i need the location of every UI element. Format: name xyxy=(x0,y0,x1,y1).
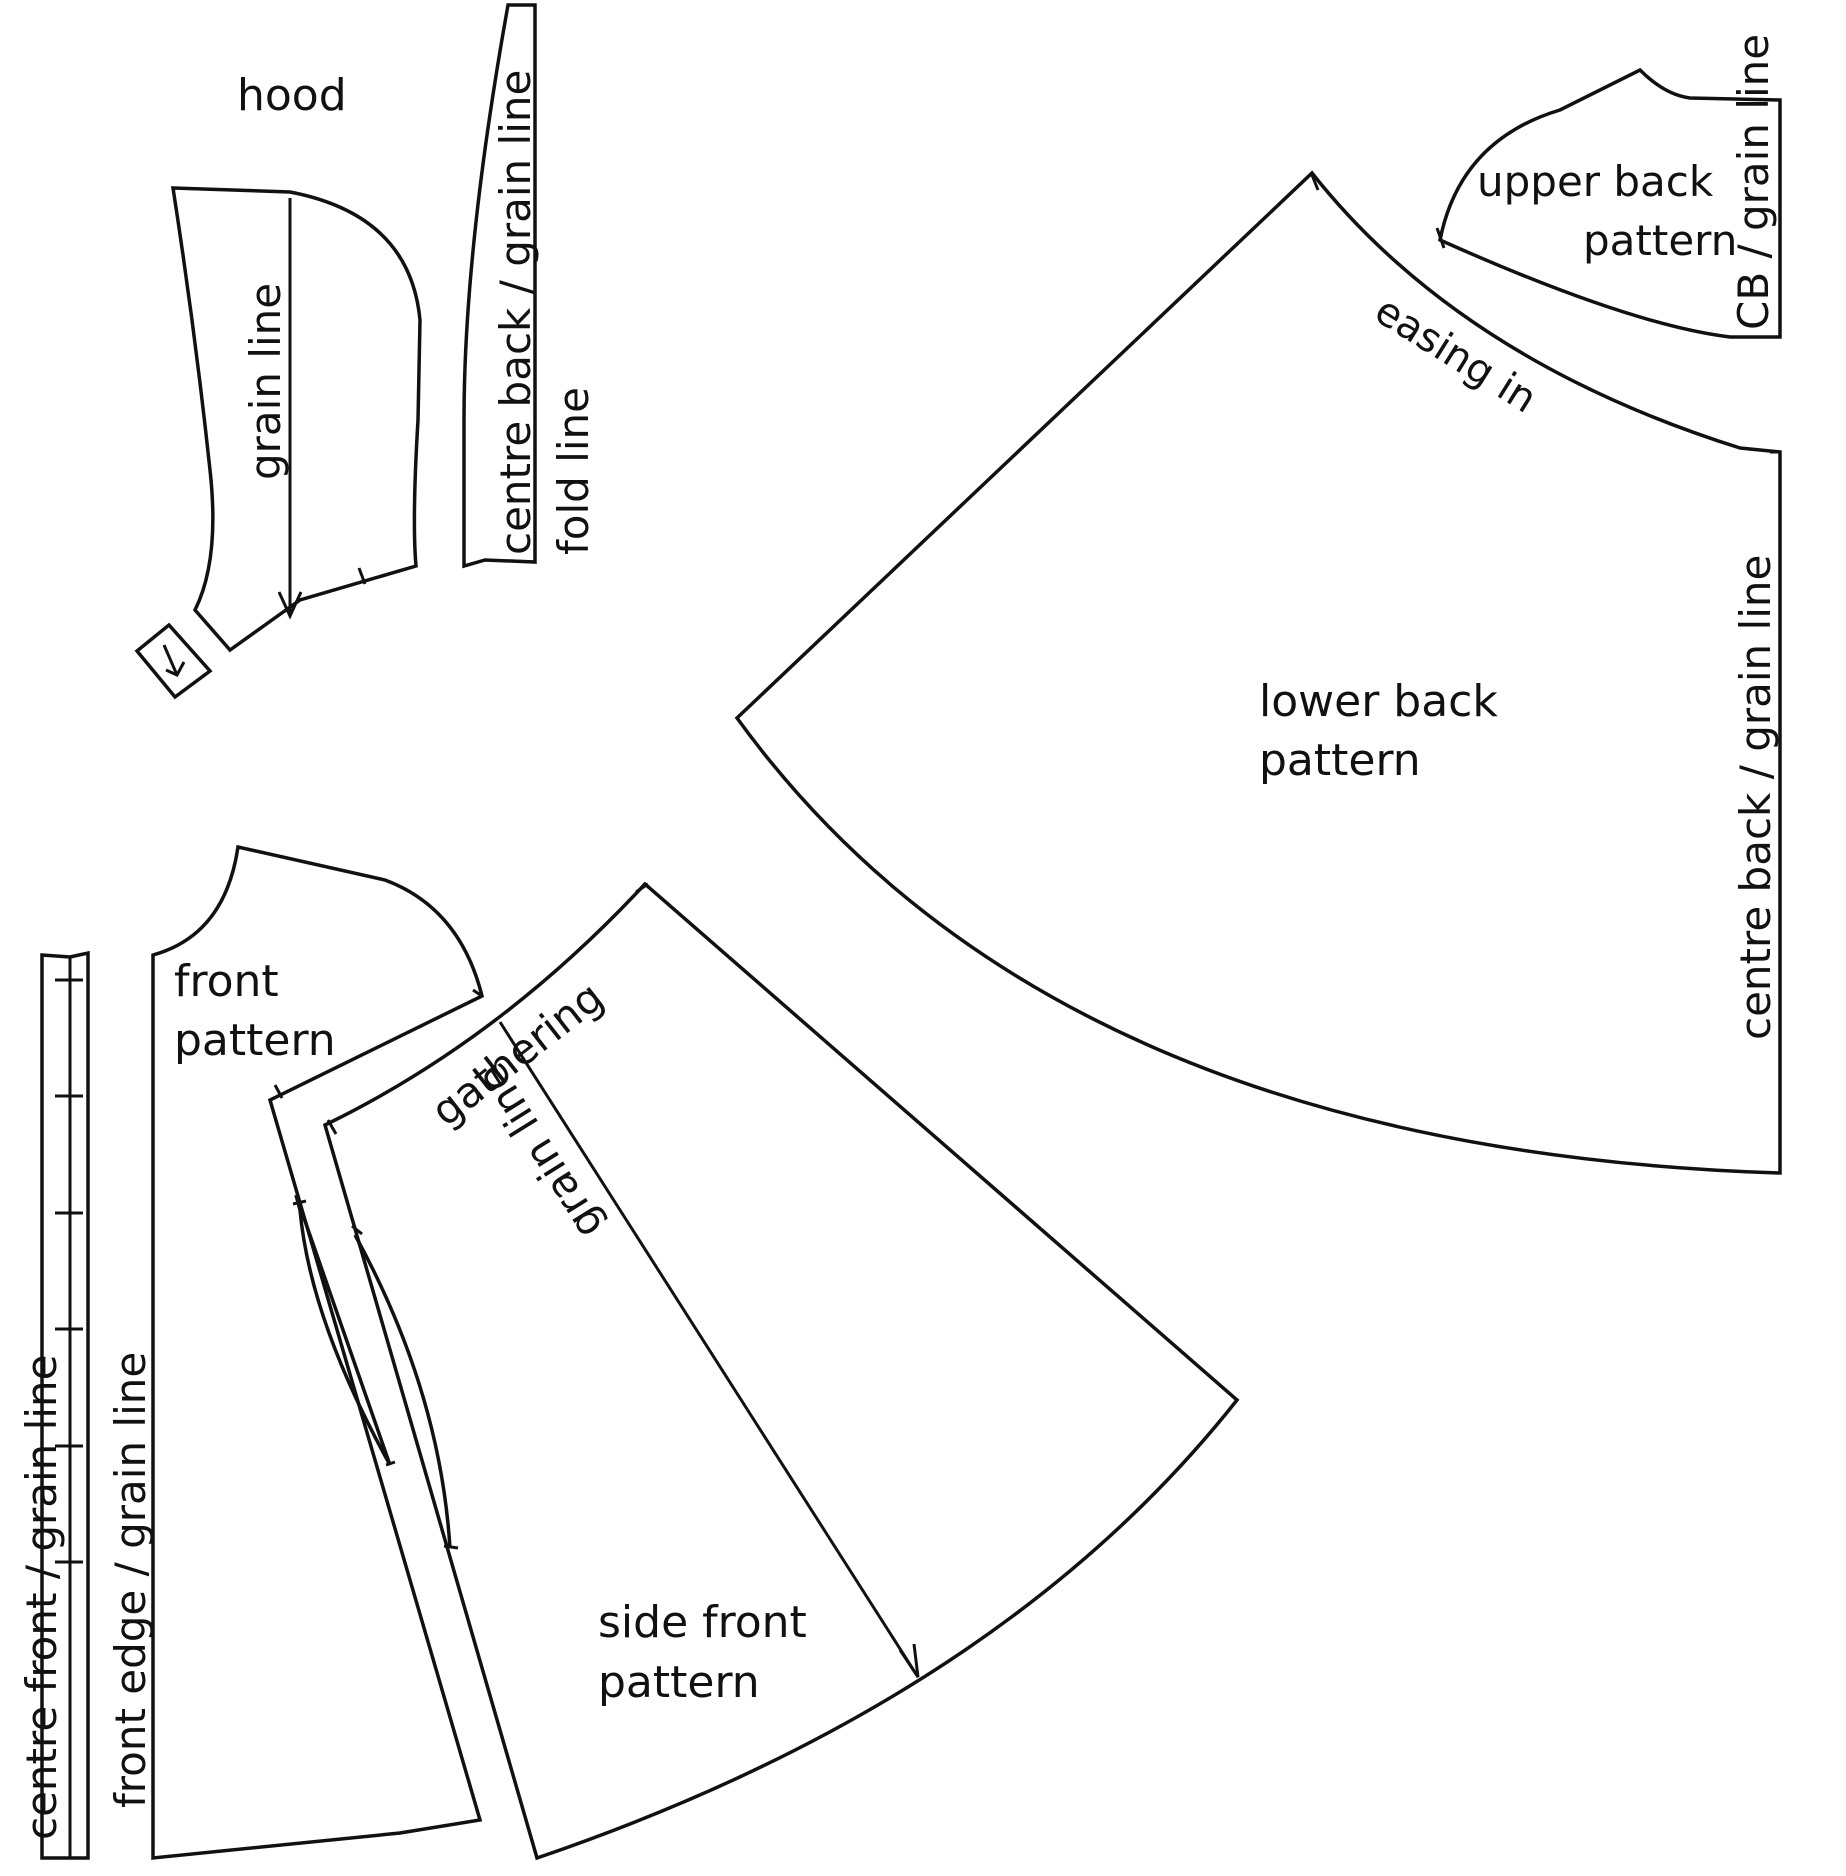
centre-back-strip-label: centre back / grain line xyxy=(491,70,540,555)
upper-back-cb-label: CB / grain line xyxy=(1729,34,1778,330)
side-front-label-1: side front xyxy=(598,1597,807,1648)
hood-small-tab xyxy=(134,622,213,700)
lower-back-notch-top xyxy=(1310,174,1320,191)
front-label-1: front xyxy=(174,956,279,1007)
hood-title: hood xyxy=(237,70,347,121)
centre-back-strip: centre back / grain line fold line xyxy=(462,3,598,569)
front-label-2: pattern xyxy=(174,1015,336,1066)
centre-front-strip: centre front / grain line xyxy=(17,950,90,1860)
centre-front-strip-outline xyxy=(40,950,90,1860)
front-piece: front pattern front edge / grain line xyxy=(106,844,485,1860)
hood-grain-label: grain line xyxy=(241,283,290,480)
front-edge-label: front edge / grain line xyxy=(106,1352,155,1808)
fold-line-label: fold line xyxy=(549,387,598,555)
hood-notch xyxy=(357,567,367,585)
lower-back-cb-label: centre back / grain line xyxy=(1731,555,1780,1040)
side-front-grain-arrow xyxy=(498,1021,920,1678)
front-notches xyxy=(273,988,483,1467)
lower-back-piece: easing in lower back pattern centre back… xyxy=(734,170,1782,1175)
side-front-outline xyxy=(322,881,1240,1861)
hood-piece: hood grain line xyxy=(134,70,422,700)
centre-front-button-marks xyxy=(55,978,83,1564)
side-front-piece: gathering grain line side front pattern xyxy=(322,881,1240,1861)
centre-back-strip-outline xyxy=(462,3,537,569)
upper-back-label-2: pattern xyxy=(1583,216,1737,265)
centre-front-label: centre front / grain line xyxy=(17,1355,66,1840)
upper-back-piece: upper back pattern CB / grain line xyxy=(1435,34,1782,339)
lower-back-label-1: lower back xyxy=(1259,676,1498,727)
hood-grain-arrow xyxy=(277,198,303,620)
front-side-curve xyxy=(294,1194,392,1466)
side-front-label-2: pattern xyxy=(598,1657,760,1708)
upper-back-notch xyxy=(1435,227,1446,249)
side-front-notches xyxy=(326,882,649,1550)
side-front-side-curve xyxy=(353,1234,452,1549)
upper-back-outline xyxy=(1438,67,1782,339)
lower-back-label-2: pattern xyxy=(1259,735,1421,786)
hood-outline xyxy=(170,186,422,653)
upper-back-label-1: upper back xyxy=(1477,157,1714,206)
lower-back-outline xyxy=(734,170,1782,1175)
